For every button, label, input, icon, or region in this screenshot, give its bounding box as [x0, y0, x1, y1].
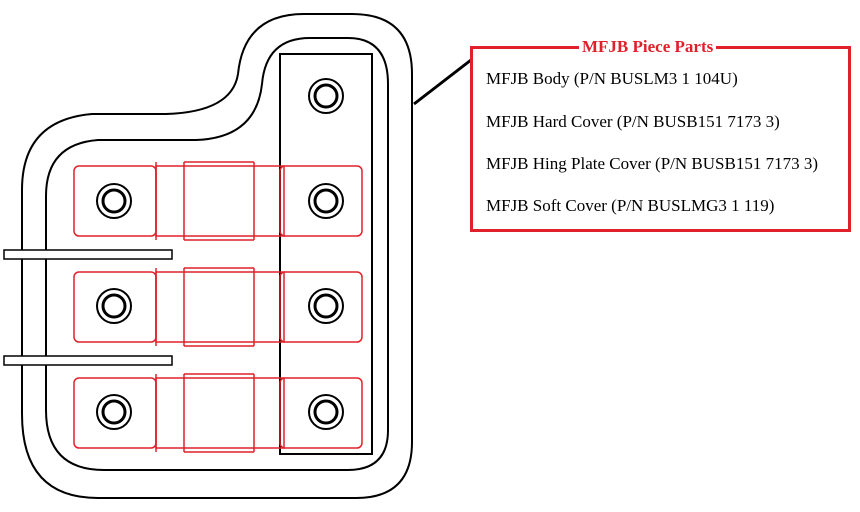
legend-item-soft-cover: MFJB Soft Cover (P/N BUSLMG3 1 119): [486, 196, 775, 215]
fuse-1: [73, 161, 363, 241]
legend-item-hinge-plate-cover: MFJB Hing Plate Cover (P/N BUSB151 7173 …: [486, 154, 818, 173]
body-outline: [45, 37, 389, 471]
mounting-tab-upper: [3, 249, 173, 260]
legend-item-hard-cover: MFJB Hard Cover (P/N BUSB151 7173 3): [486, 112, 780, 131]
leader-line: [413, 58, 472, 106]
legend-item-body: MFJB Body (P/N BUSLM3 1 104U): [486, 69, 738, 88]
fuse-2: [73, 267, 363, 347]
terminal-bolts: [96, 78, 344, 430]
bolt-top: [308, 78, 344, 114]
legend-title: MFJB Piece Parts: [579, 37, 717, 57]
hinge-plate-cover: [279, 53, 373, 455]
fuse-3: [73, 373, 363, 453]
bolt-left-1: [96, 183, 132, 219]
bolt-left-3: [96, 394, 132, 430]
bolt-right-2: [308, 288, 344, 324]
mounting-tab-lower: [3, 355, 173, 366]
piece-parts-legend: MFJB Piece Parts MFJB Body (P/N BUSLM3 1…: [470, 37, 851, 232]
bolt-left-2: [96, 288, 132, 324]
bolt-right-1: [308, 183, 344, 219]
bolt-right-3: [308, 394, 344, 430]
soft-cover-outline: [21, 13, 413, 499]
